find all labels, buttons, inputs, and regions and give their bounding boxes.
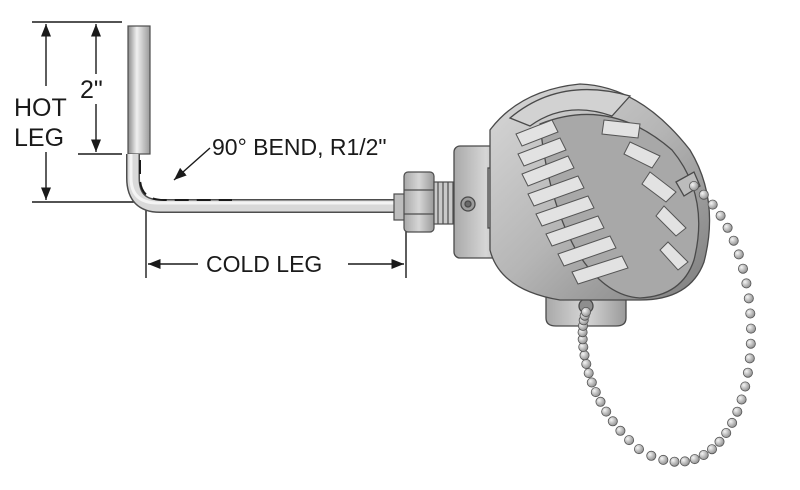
fitting-hex-nut [403, 171, 435, 233]
chain-bead [721, 427, 732, 438]
chain-bead [615, 425, 626, 436]
chain-bead [646, 450, 657, 461]
tube-body [127, 154, 396, 212]
chain-bead [586, 377, 597, 388]
chain-bead [698, 449, 709, 460]
chain-bead [658, 454, 669, 465]
chain-bead [745, 308, 756, 319]
chain-bead [740, 381, 751, 392]
chain-bead [738, 263, 749, 274]
chain-bead [601, 406, 612, 417]
chain-bead [732, 406, 743, 417]
chain-bead [698, 189, 709, 200]
chain-bead [727, 417, 738, 428]
chain-bead [743, 293, 754, 304]
hot-leg-label-line2: LEG [14, 124, 64, 152]
chain-bead [581, 306, 592, 317]
dimension-2in-label: 2" [80, 76, 103, 104]
chain-bead [742, 367, 753, 378]
chain-bead [746, 323, 757, 334]
chain-bead [595, 396, 606, 407]
chain-bead [722, 222, 733, 233]
tube-outline [126, 154, 396, 213]
probe-tube [126, 25, 396, 213]
connection-head [453, 83, 711, 327]
cap-ribs [515, 119, 689, 285]
bend-centerline [139, 160, 232, 201]
chain-bead [715, 210, 726, 221]
chain-bead [579, 350, 590, 361]
chain-bead [707, 199, 718, 210]
chain-bead [728, 235, 739, 246]
chain-bead [679, 456, 690, 467]
bead-chain [577, 180, 757, 467]
compression-fitting [393, 171, 457, 233]
chain-bead [634, 444, 645, 455]
cold-leg-label: COLD LEG [206, 251, 322, 277]
chain-bead [607, 416, 618, 427]
chain-bead [741, 278, 752, 289]
chain-bead [714, 436, 725, 447]
chain-bead [745, 338, 756, 349]
chain-bead [624, 435, 635, 446]
chain-bead [707, 444, 718, 455]
hot-leg-sheath [127, 25, 151, 155]
chain-bead [590, 387, 601, 398]
chain-bead [744, 353, 755, 364]
chain-bead [689, 180, 700, 191]
chain-bead [689, 454, 700, 465]
chain-bead [733, 249, 744, 260]
dimension-lines [32, 21, 407, 278]
bend-label: 90° BEND, R1/2" [212, 134, 387, 160]
chain-bead [736, 394, 747, 405]
bend-leader-line [173, 147, 211, 181]
tube-highlight [129, 154, 396, 205]
head-cap-rim [508, 88, 632, 127]
chain-bead [581, 358, 592, 369]
chain-bead [583, 368, 594, 379]
hot-leg-label-line1: HOT [14, 94, 67, 122]
chain-bead [669, 456, 680, 467]
chain-anchor [675, 171, 701, 197]
